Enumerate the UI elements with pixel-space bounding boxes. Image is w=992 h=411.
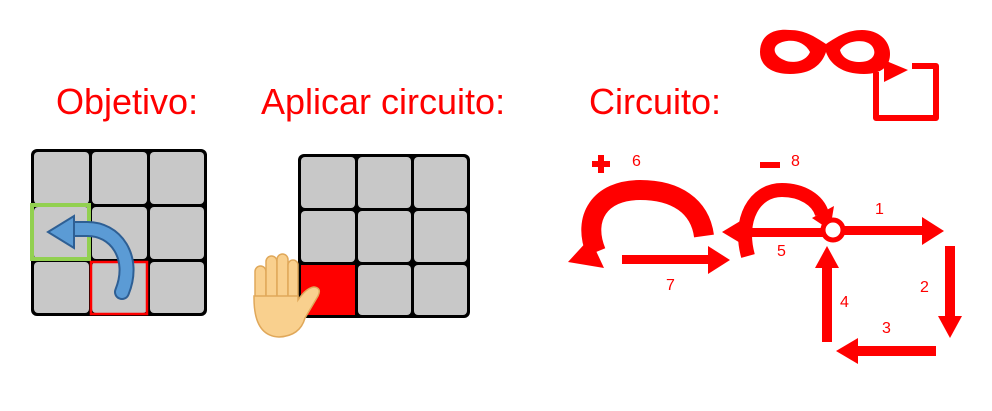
step-4-arrow xyxy=(822,266,832,342)
step-number-4: 4 xyxy=(840,294,849,311)
hand-icon xyxy=(253,253,321,338)
apply-tile xyxy=(358,265,411,315)
apply-tile xyxy=(414,157,467,208)
step-number-8: 8 xyxy=(791,153,800,170)
circuit-label: Circuito: xyxy=(589,81,722,122)
loop-icon xyxy=(760,29,939,121)
step-1-arrowhead xyxy=(922,217,944,245)
goal-tile xyxy=(150,207,204,259)
step-8-arrow xyxy=(738,182,829,258)
apply-tile xyxy=(358,157,411,208)
plus-sign-v xyxy=(598,155,604,173)
apply-tile xyxy=(301,157,355,208)
goal-tile xyxy=(34,152,89,204)
step-5-arrowhead xyxy=(722,220,742,244)
step-number-3: 3 xyxy=(882,320,891,337)
goal-label: Objetivo: xyxy=(56,81,199,122)
goal-tile xyxy=(92,207,147,259)
goal-tile xyxy=(34,262,89,313)
goal-tile xyxy=(92,152,147,204)
step-number-6: 6 xyxy=(632,153,641,170)
step-4-arrowhead xyxy=(815,246,839,268)
apply-circuit-label: Aplicar circuito: xyxy=(261,81,506,122)
blue-arrow-head xyxy=(46,214,75,250)
step-3-arrowhead xyxy=(836,338,858,364)
step-5-arrow xyxy=(740,228,826,237)
step-number-1: 1 xyxy=(875,201,884,218)
goal-grid xyxy=(30,149,207,316)
blue-arrow-body xyxy=(64,223,133,298)
apply-tile xyxy=(301,211,355,262)
step-7-arrow xyxy=(622,255,712,264)
start-circle xyxy=(820,217,846,243)
step-6-arrow xyxy=(581,179,714,256)
step-2-arrow xyxy=(945,246,955,318)
apply-grid xyxy=(253,154,470,338)
goal-tile xyxy=(150,152,204,204)
circuit-diagram: 1 2 3 4 5 6 7 8 xyxy=(568,153,962,364)
step-number-7: 7 xyxy=(666,277,675,294)
apply-tile xyxy=(358,211,411,262)
apply-tile xyxy=(414,211,467,262)
goal-tile xyxy=(150,262,204,313)
step-7-arrowhead xyxy=(708,246,730,274)
apply-tile xyxy=(414,265,467,315)
step-2-arrowhead xyxy=(938,316,962,338)
step-number-5: 5 xyxy=(777,243,786,260)
step-number-2: 2 xyxy=(920,279,929,296)
step-3-arrow xyxy=(854,346,936,356)
step-6-arrowhead xyxy=(568,238,604,268)
step-1-arrow xyxy=(843,226,925,235)
minus-sign xyxy=(760,162,780,168)
